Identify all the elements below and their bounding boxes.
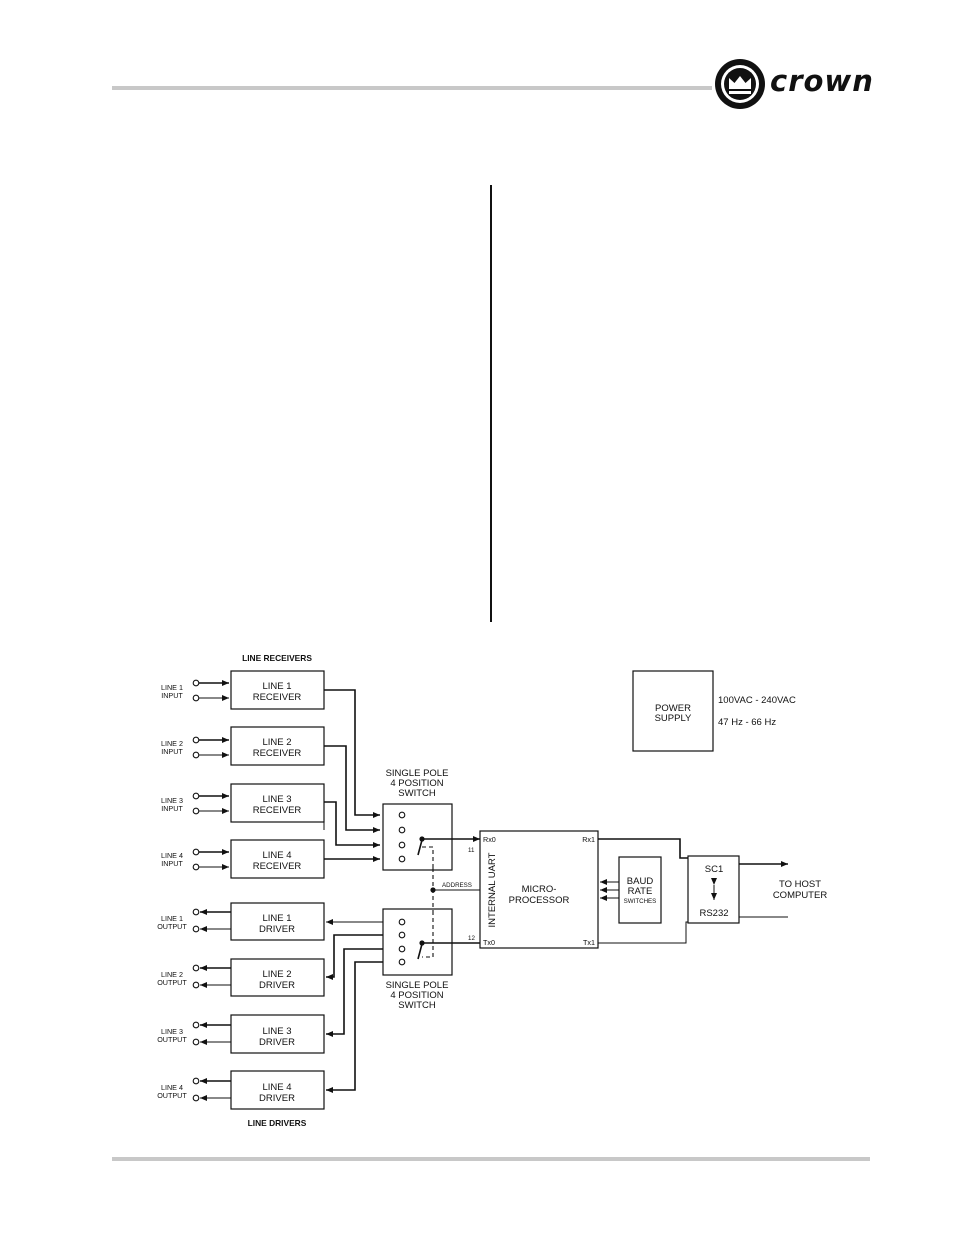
microprocessor-label-2: PROCESSOR: [509, 895, 570, 906]
crown-logo-icon: [715, 59, 765, 109]
line-1-driver-label: LINE 1: [262, 913, 291, 924]
line-2-driver-label: LINE 2: [262, 969, 291, 980]
power-supply-label-2: SUPPLY: [655, 713, 692, 724]
tx1-label: Tx1: [583, 938, 595, 947]
line-3-receiver-box: [230, 783, 325, 823]
line-2-driver-box: [230, 958, 325, 997]
rx0-label: Rx0: [483, 835, 496, 844]
switch-bottom-label-1: SINGLE POLE: [386, 980, 449, 991]
microprocessor-box: [479, 830, 599, 949]
switch-driver-wires: [326, 919, 385, 1093]
host-label-2: COMPUTER: [773, 890, 828, 901]
line-3-receiver-label-2: RECEIVER: [253, 805, 302, 816]
logo-wordmark: crown: [770, 64, 874, 98]
microprocessor-label-1: MICRO-: [522, 884, 557, 895]
power-voltage-label: 100VAC - 240VAC: [718, 695, 796, 706]
baud-label-3: SWITCHES: [624, 898, 657, 905]
line-2-output-label: LINE 2: [161, 970, 183, 979]
line-1-driver-label-2: DRIVER: [259, 924, 295, 935]
address-label: ADDRESS: [442, 882, 472, 889]
power-frequency-label: 47 Hz - 66 Hz: [718, 717, 776, 728]
line-3-input-label-2: INPUT: [161, 804, 183, 813]
rx1-wire: [598, 838, 688, 859]
internal-uart-label: INTERNAL UART: [487, 852, 498, 927]
pin-11-label: 11: [468, 847, 475, 854]
line-1-receiver-label-2: RECEIVER: [253, 692, 302, 703]
driver-output-wires: [192, 908, 231, 1102]
column-divider: [490, 185, 492, 622]
line-1-receiver-label: LINE 1: [262, 681, 291, 692]
line-2-driver-label-2: DRIVER: [259, 980, 295, 991]
switch-top-box: [382, 803, 453, 871]
line-4-input-label: LINE 4: [161, 851, 183, 860]
line-3-driver-label: LINE 3: [262, 1026, 291, 1037]
line-1-input-label-2: INPUT: [161, 691, 183, 700]
line-4-driver-label-2: DRIVER: [259, 1093, 295, 1104]
line-4-receiver-label: LINE 4: [262, 850, 291, 861]
switch-top-label-2: 4 POSITION: [390, 778, 443, 789]
line-3-driver-box: [230, 1014, 325, 1054]
switch-top-label-3: SWITCH: [398, 788, 436, 799]
rs232-label: RS232: [699, 908, 728, 919]
line-3-output-label: LINE 3: [161, 1027, 183, 1036]
line-1-driver-box: [230, 902, 325, 941]
host-label-1: TO HOST: [779, 879, 821, 890]
line-1-output-label: LINE 1: [161, 914, 183, 923]
line-4-receiver-label-2: RECEIVER: [253, 861, 302, 872]
power-supply-label-1: POWER: [655, 703, 691, 714]
tx0-label: Tx0: [483, 938, 495, 947]
line-4-driver-box: [230, 1070, 325, 1110]
power-supply-box: [632, 670, 714, 752]
line-3-driver-label-2: DRIVER: [259, 1037, 295, 1048]
line-4-output-label: LINE 4: [161, 1083, 183, 1092]
baud-label-1: BAUD: [627, 876, 654, 887]
line-2-receiver-box: [230, 726, 325, 766]
line-2-input-label: LINE 2: [161, 739, 183, 748]
line-2-input-label-2: INPUT: [161, 747, 183, 756]
line-drivers-heading: LINE DRIVERS: [248, 1118, 307, 1128]
line-4-driver-label: LINE 4: [262, 1082, 291, 1093]
line-receivers-heading: LINE RECEIVERS: [242, 653, 312, 663]
switch-top-contacts: [398, 811, 480, 868]
line-2-receiver-label: LINE 2: [262, 737, 291, 748]
line-2-output-label-2: OUTPUT: [157, 978, 187, 987]
baud-wires: [600, 879, 619, 901]
footer-rule: [112, 1157, 870, 1161]
baud-rate-box: [618, 856, 662, 924]
line-2-receiver-label-2: RECEIVER: [253, 748, 302, 759]
baud-label-2: RATE: [628, 886, 653, 897]
header-rule: [112, 86, 712, 90]
line-4-output-label-2: OUTPUT: [157, 1091, 187, 1100]
sc1-label: SC1: [705, 864, 723, 875]
line-3-output-label-2: OUTPUT: [157, 1035, 187, 1044]
line-1-output-label-2: OUTPUT: [157, 922, 187, 931]
switch-bottom-label-2: 4 POSITION: [390, 990, 443, 1001]
rx1-label: Rx1: [582, 835, 595, 844]
tx1-wire: [598, 921, 688, 944]
receiver-input-wires: [192, 679, 229, 871]
switch-bottom-label-3: SWITCH: [398, 1000, 436, 1011]
switch-bottom-contacts: [398, 911, 480, 966]
switch-top-label-1: SINGLE POLE: [386, 768, 449, 779]
line-4-receiver-box: [230, 839, 325, 879]
switch-bottom-box: [382, 908, 453, 976]
receiver-switch-wires: [323, 689, 380, 862]
pin-12-label: 12: [468, 935, 475, 942]
line-4-input-label-2: INPUT: [161, 859, 183, 868]
line-3-input-label: LINE 3: [161, 796, 183, 805]
line-1-input-label: LINE 1: [161, 683, 183, 692]
line-3-receiver-label: LINE 3: [262, 794, 291, 805]
